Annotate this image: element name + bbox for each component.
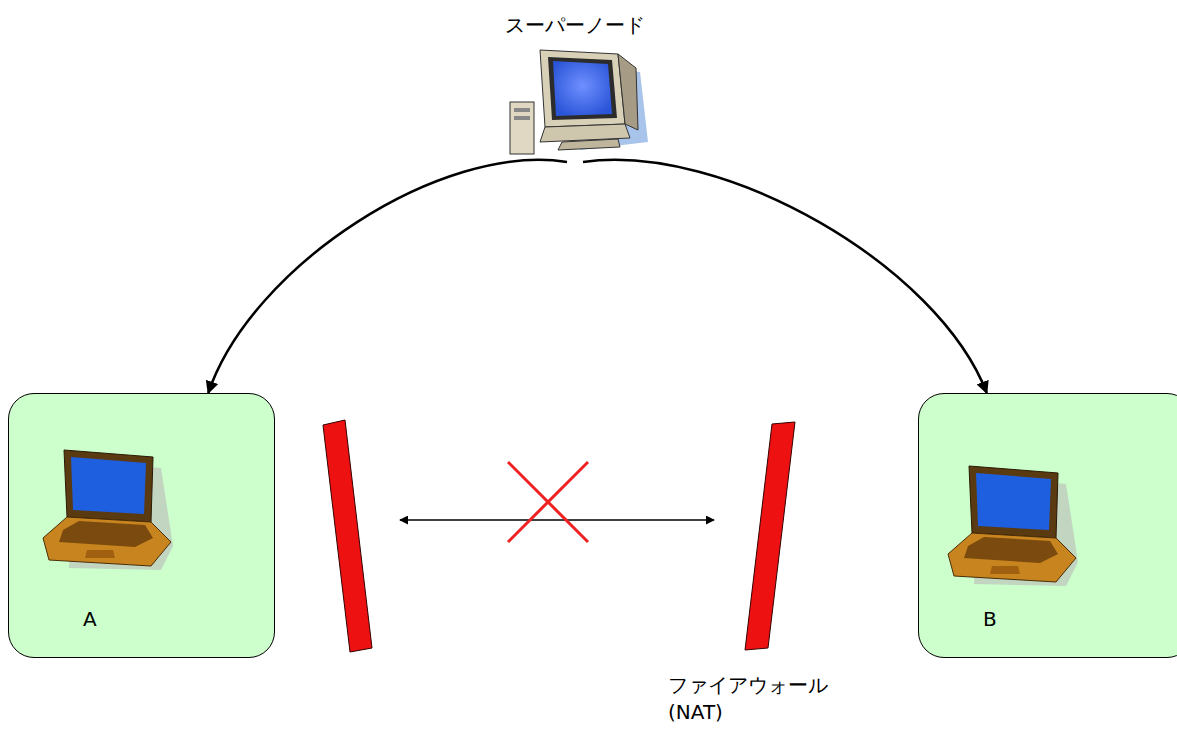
blocked-cross <box>508 462 588 542</box>
host-label: B <box>983 606 997 632</box>
host-box: B <box>918 393 1177 658</box>
laptop-icon <box>39 446 179 578</box>
connection-arc <box>583 160 987 393</box>
host-label: A <box>83 606 97 632</box>
connection-arc <box>208 160 567 393</box>
blocked-link <box>400 519 714 521</box>
blocked-cross <box>508 462 588 542</box>
super-node: スーパーノード <box>488 4 662 162</box>
host-box: A <box>8 393 275 658</box>
node-title: スーパーノード <box>505 12 645 38</box>
firewall-bar <box>745 422 795 650</box>
firewall-bar <box>323 420 372 652</box>
firewall-label: ファイアウォール (NAT) <box>668 672 843 726</box>
laptop-icon <box>944 462 1084 594</box>
desktop-icon <box>500 42 650 168</box>
